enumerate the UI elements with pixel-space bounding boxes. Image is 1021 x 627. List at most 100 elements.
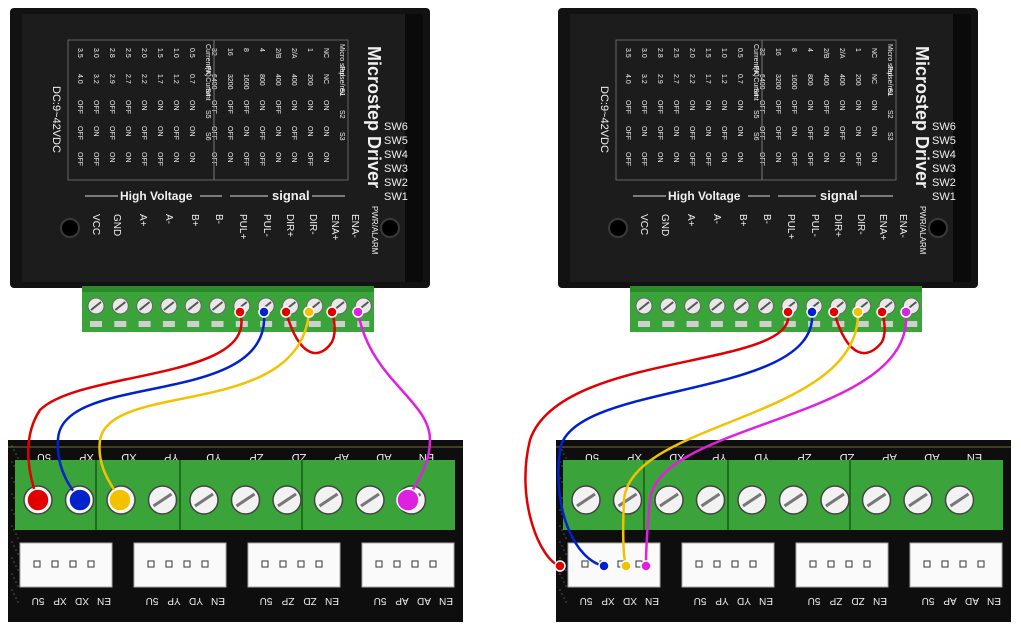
terminal-clamp	[881, 321, 893, 327]
screw-slot	[187, 301, 199, 311]
terminal-label: DIR-	[307, 214, 318, 235]
connector-pin-label: EN	[759, 595, 773, 606]
group-label: signal	[272, 188, 310, 203]
jst-pin	[411, 560, 419, 568]
table-cell: OFF	[274, 100, 281, 114]
table-cell: 1.0	[720, 48, 727, 58]
jst-pin	[845, 560, 853, 568]
table-cell: OFF	[242, 152, 249, 166]
connector-pin-label: XD	[623, 595, 637, 606]
pcb-dot	[563, 453, 565, 455]
group-label: High Voltage	[668, 189, 741, 203]
table-header: S4	[752, 88, 759, 97]
table-cell: 0.7	[188, 74, 195, 84]
table-cell: 2.7	[672, 74, 679, 84]
table-cell: ON	[736, 126, 743, 137]
table-cell: ON	[736, 152, 743, 163]
table-header: Pulse/rev	[886, 66, 893, 96]
wire-magenta-right	[644, 310, 908, 568]
connector-pin-label: AD	[965, 595, 979, 606]
terminal-label: ENA-	[349, 214, 360, 238]
screw-slot	[825, 492, 845, 508]
table-cell: OFF	[672, 100, 679, 114]
wire-blue-left	[56, 310, 266, 502]
connector-pin-label: XP	[601, 595, 615, 606]
settings-table: Micro stepPulse/revS1S2S3NCNCONONON1200O…	[615, 39, 897, 181]
connector-pin-label: EN	[439, 595, 453, 606]
connector-pin-label: EN	[211, 595, 225, 606]
terminal-block-top	[82, 286, 374, 292]
table-header: S4	[204, 88, 211, 97]
switch-label: SW5	[384, 135, 408, 147]
wire-end-dot	[554, 560, 566, 572]
screw-slot	[277, 492, 297, 508]
table-cell: ON	[322, 126, 329, 137]
table-cell: ON	[258, 100, 265, 111]
connector-pin-label: 5U	[922, 595, 935, 606]
pcb-dot	[13, 529, 15, 531]
screw-slot	[908, 492, 928, 508]
terminal-clamp	[662, 321, 675, 327]
pcb-dot	[559, 573, 561, 575]
screw-slot	[638, 301, 650, 311]
pcb-dot	[13, 497, 15, 499]
connector-pin-label: YD	[737, 595, 751, 606]
table-cell: ON	[672, 126, 679, 137]
table-cell: OFF	[656, 100, 663, 114]
jst-pin	[959, 560, 967, 568]
table-cell: OFF	[854, 152, 861, 166]
jst-pin	[165, 560, 173, 568]
pcb-dot	[561, 481, 563, 483]
table-cell: 3.2	[640, 74, 647, 84]
pcb-dot	[13, 449, 15, 451]
wire-end-dot	[396, 488, 420, 512]
jst-pin	[33, 560, 41, 568]
connector-pin-label: EN	[987, 595, 1001, 606]
table-header: Current(A)	[752, 44, 759, 77]
jst-pin	[87, 560, 95, 568]
table-cell: ON	[720, 152, 727, 163]
jst-pin	[827, 560, 835, 568]
wire-end-dot	[598, 560, 610, 572]
wire-end-dot	[620, 560, 632, 572]
table-header: S6	[752, 132, 759, 141]
terminal-clamp	[260, 321, 273, 327]
table-cell: OFF	[108, 126, 115, 140]
pcb-dot	[11, 509, 13, 511]
table-cell: 3.0	[92, 48, 99, 58]
switch-label: SW6	[384, 121, 408, 133]
table-cell: 400	[822, 74, 829, 86]
wire-end-dot	[108, 488, 132, 512]
pcb-dot	[565, 585, 567, 587]
switch-label: SW2	[384, 177, 408, 189]
table-cell: OFF	[688, 152, 695, 166]
table-cell: ON	[322, 152, 329, 163]
table-header: S2	[338, 110, 345, 119]
table-cell: ON	[838, 152, 845, 163]
connector-pin-label: AP	[943, 595, 957, 606]
screw-slot	[686, 301, 699, 311]
wire-end-dot	[26, 488, 50, 512]
terminal-label: DIR+	[284, 214, 295, 237]
pcb-dot	[561, 577, 563, 579]
screw-slot	[866, 492, 887, 508]
pcb-dot	[15, 597, 17, 599]
terminal-label: B+	[737, 214, 748, 227]
table-cell: ON	[290, 152, 297, 163]
table-cell: 3200	[226, 74, 233, 90]
table-cell: 800	[806, 74, 813, 86]
pwr-alarm-label: PWR/ALARM	[370, 206, 379, 255]
terminal-clamp	[138, 321, 151, 327]
terminal-block	[630, 286, 922, 332]
table-cell: OFF	[258, 126, 265, 140]
pcb-dot	[11, 589, 13, 591]
jst-pin	[809, 560, 817, 568]
jst-pin	[941, 560, 949, 568]
table-cell: OFF	[790, 152, 797, 166]
switch-label: SW1	[384, 191, 408, 203]
table-cell: ON	[720, 100, 727, 111]
table-cell: OFF	[624, 100, 631, 114]
terminal-clamp	[856, 321, 869, 327]
table-cell: 3.0	[640, 48, 647, 58]
terminal-clamp	[90, 321, 102, 327]
